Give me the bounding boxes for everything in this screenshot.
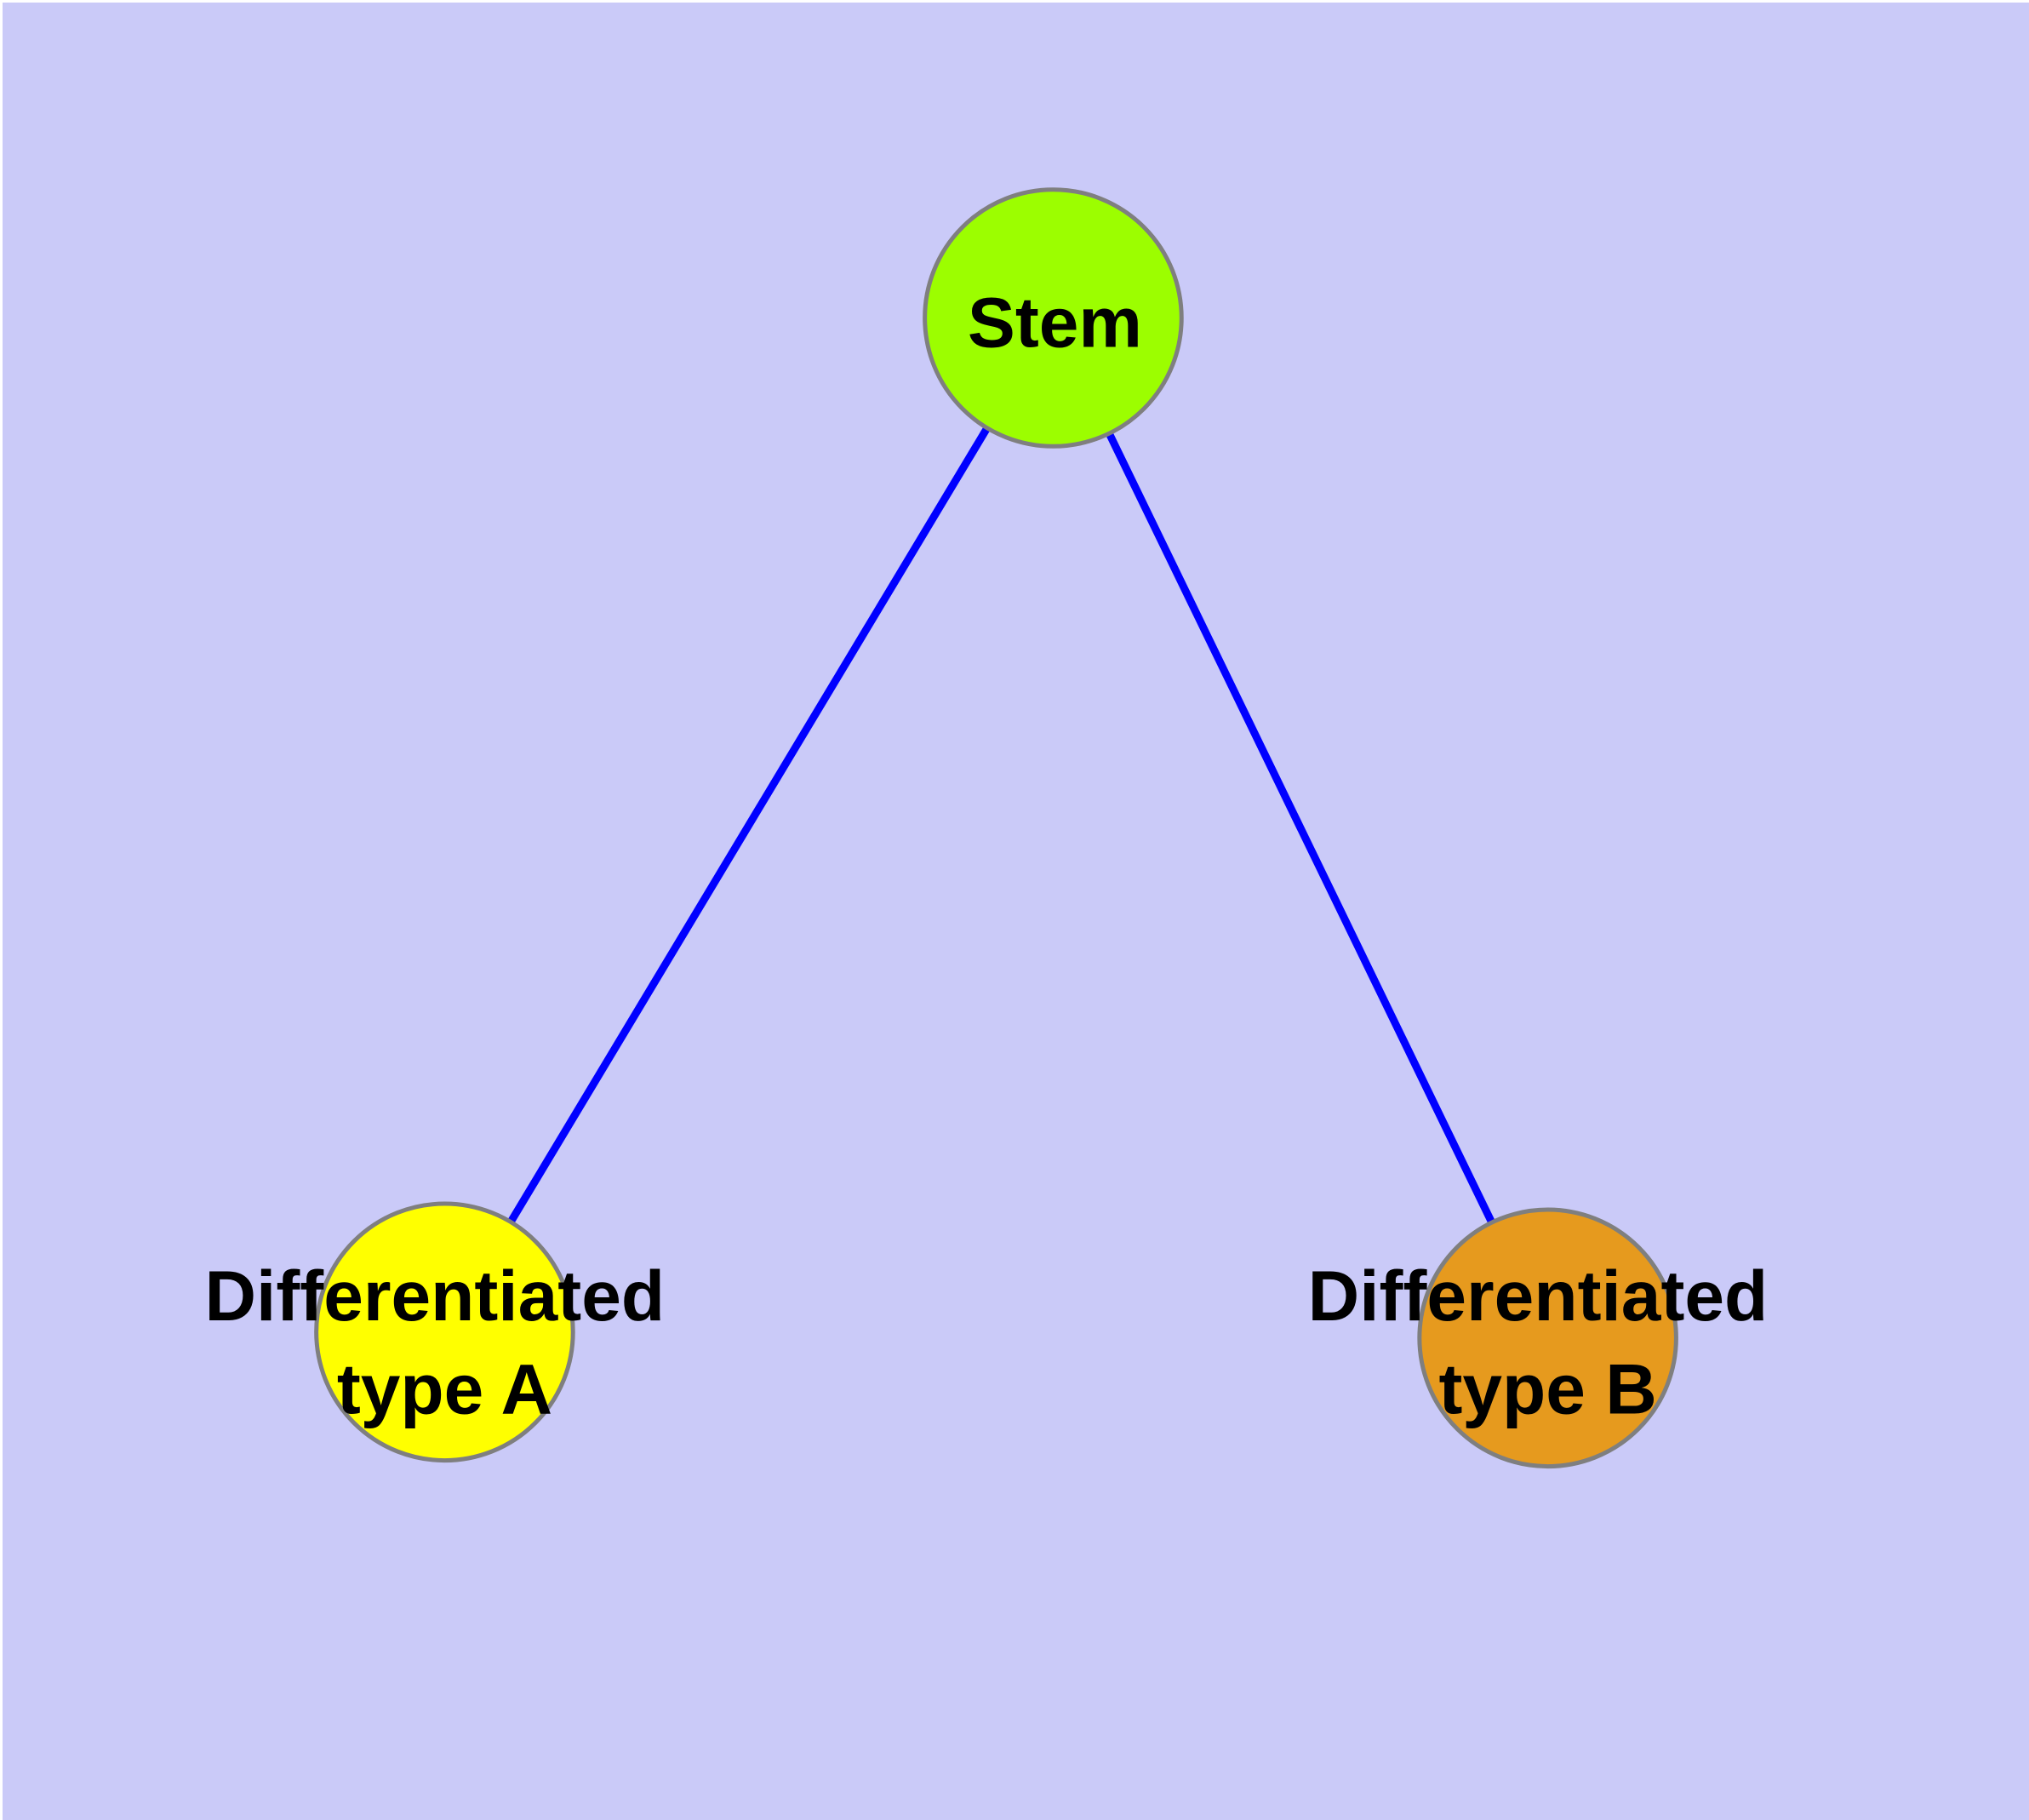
node-differentiated-type-b bbox=[1417, 1207, 1678, 1469]
node-type-b-label-line-2: type B bbox=[1438, 1349, 1656, 1429]
node-differentiated-type-a bbox=[314, 1201, 575, 1463]
node-type-b-label-line-1: Differentiated bbox=[1308, 1256, 1769, 1336]
edge-stem-to-type-a bbox=[441, 316, 1057, 1335]
node-stem-label: Stem bbox=[968, 282, 1142, 362]
node-type-b-label: Differentiated type B bbox=[1308, 1256, 1788, 1429]
node-stem bbox=[923, 187, 1184, 449]
node-type-a-label-line-1: Differentiated bbox=[204, 1256, 665, 1336]
node-type-a-label-line-2: type A bbox=[337, 1349, 552, 1429]
node-type-a-label: Differentiated type A bbox=[204, 1256, 684, 1429]
edge-stem-to-type-b bbox=[1049, 316, 1552, 1340]
graph-svg: Stem Differentiated type A Differentiate… bbox=[204, 187, 1788, 1469]
